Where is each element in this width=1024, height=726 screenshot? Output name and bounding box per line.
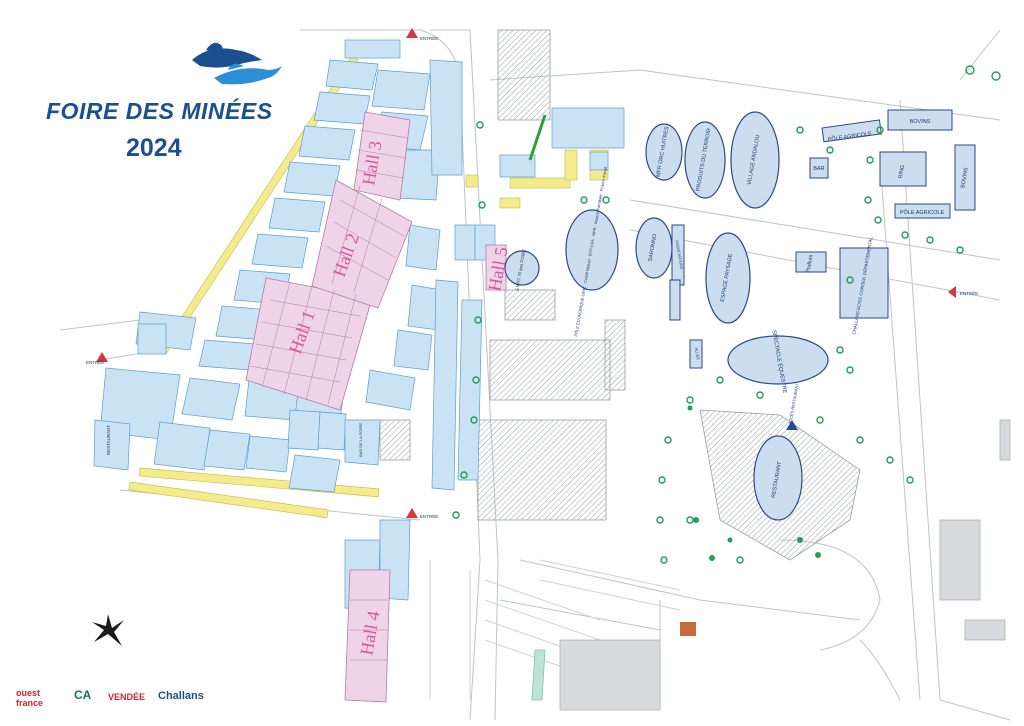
entrance-marker (948, 286, 956, 298)
zone-ring (879, 151, 927, 187)
duck-logo-icon (192, 42, 282, 85)
zone-restaurant (753, 435, 803, 521)
entrance-marker (96, 352, 108, 362)
zone-label-restaurant-left: RESTAURANT (106, 425, 111, 455)
entrance-label: ENTRÉE (960, 290, 978, 296)
zone-pole-agricole-mid (894, 203, 951, 219)
hall-2-area (311, 179, 413, 309)
trees (452, 65, 1001, 564)
hall-3-area (353, 111, 411, 201)
entrance-label: ENTRÉE (420, 35, 438, 41)
credit-agricole-logo: CA (74, 688, 92, 702)
zone-produits-terroir (684, 121, 726, 199)
zone-label-associations: ASSOCIATIONS (674, 240, 684, 270)
compass-icon (92, 614, 124, 646)
zone-ellipses (504, 111, 829, 521)
grey-buildings (559, 419, 1011, 711)
entrance-markers (96, 28, 956, 518)
hall-grid (249, 129, 409, 661)
zone-mfr-huitres (645, 123, 683, 181)
entrance-labels: ENTRÉE ENTRÉE ENTRÉE ENTRÉE (86, 35, 978, 519)
hall-areas (245, 111, 507, 703)
trees-filled (687, 405, 821, 561)
zone-label-bar: BAR (813, 166, 824, 172)
zone-allee (689, 339, 703, 369)
zone-expo-foire (504, 250, 540, 286)
entrance-label: ENTRÉE (420, 513, 438, 519)
zone-pole-economique (565, 209, 619, 291)
challans-logo: Challans (158, 690, 204, 702)
zone-spectacle-equestre (727, 335, 829, 385)
ouest-france-logo: ouest france (16, 688, 44, 708)
zone-label-allee: ALLÉE (694, 347, 701, 360)
zone-rectangles (669, 109, 976, 369)
zone-espace-paysage (705, 232, 751, 324)
water-channel (531, 649, 546, 701)
zone-label-bovins-top: BOVINS (910, 119, 931, 125)
zone-label-bar-de-la-foire: BAR DE LA FOIRE (358, 423, 363, 457)
zone-label-acces-restaurant: ACCÈS RESTAURANT (787, 382, 799, 424)
fair-title: FOIRE DES MINÉES (46, 98, 273, 124)
green-path (528, 114, 547, 161)
entrance-marker (406, 508, 418, 518)
sponsor-logos: ouest france CA VENDÉE Challans (16, 686, 226, 714)
vendee-logo: VENDÉE (108, 692, 146, 702)
entrance-marker (406, 28, 418, 38)
zone-label-podium: Podium (805, 254, 814, 274)
acces-arrow (786, 420, 798, 430)
zone-village-andalou (730, 111, 780, 209)
zone-label-bovins-right: BOVINS (960, 167, 970, 189)
stand-blocks (93, 39, 625, 611)
crossing (680, 622, 696, 636)
zone-bar (809, 157, 829, 179)
zone-podium (795, 251, 827, 273)
zone-label-ring: RING (898, 165, 906, 180)
zone-label-saronno: SARONNO (648, 233, 659, 262)
zone-bovins-right (954, 144, 976, 211)
zone-label-pole-agricole-mid: PÔLE AGRICOLE (900, 209, 945, 216)
hall-4-area (344, 569, 391, 703)
zone-bovins-top (887, 109, 953, 131)
fair-year: 2024 (126, 134, 182, 162)
entrance-label: ENTRÉE (86, 359, 104, 365)
